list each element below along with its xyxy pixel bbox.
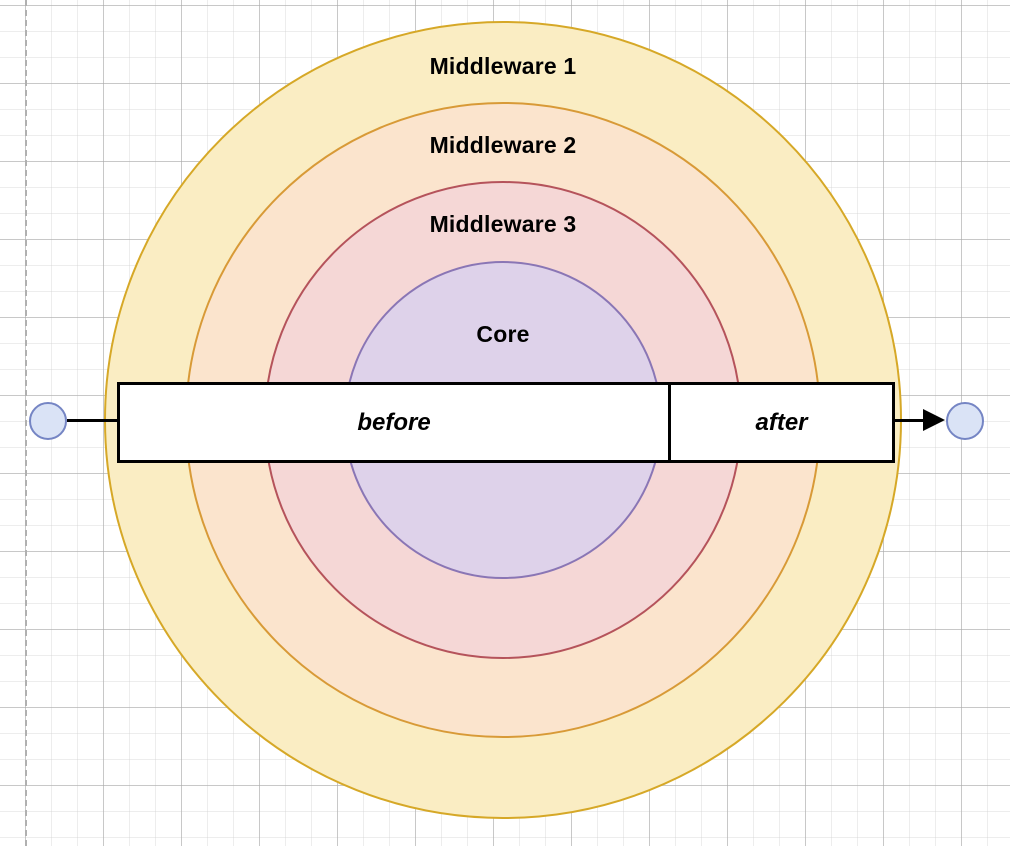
end-node-circle[interactable] <box>946 402 984 440</box>
page-boundary-dashed-line <box>25 0 27 846</box>
flow-label-after: after <box>755 408 808 436</box>
arrow-right-icon <box>923 409 945 431</box>
flow-segment-before[interactable]: before <box>120 385 671 460</box>
flow-segment-after[interactable]: after <box>671 385 892 460</box>
ring-label-middleware-2: Middleware 2 <box>429 132 577 158</box>
ring-label-core: Core <box>476 321 530 347</box>
inbound-connector-line <box>67 419 120 422</box>
flow-label-before: before <box>357 408 431 436</box>
outbound-connector-line <box>892 419 936 422</box>
ring-label-middleware-3: Middleware 3 <box>429 211 577 237</box>
ring-label-middleware-1: Middleware 1 <box>429 53 577 79</box>
start-node-circle[interactable] <box>29 402 67 440</box>
flow-bar[interactable]: before after <box>117 382 895 463</box>
